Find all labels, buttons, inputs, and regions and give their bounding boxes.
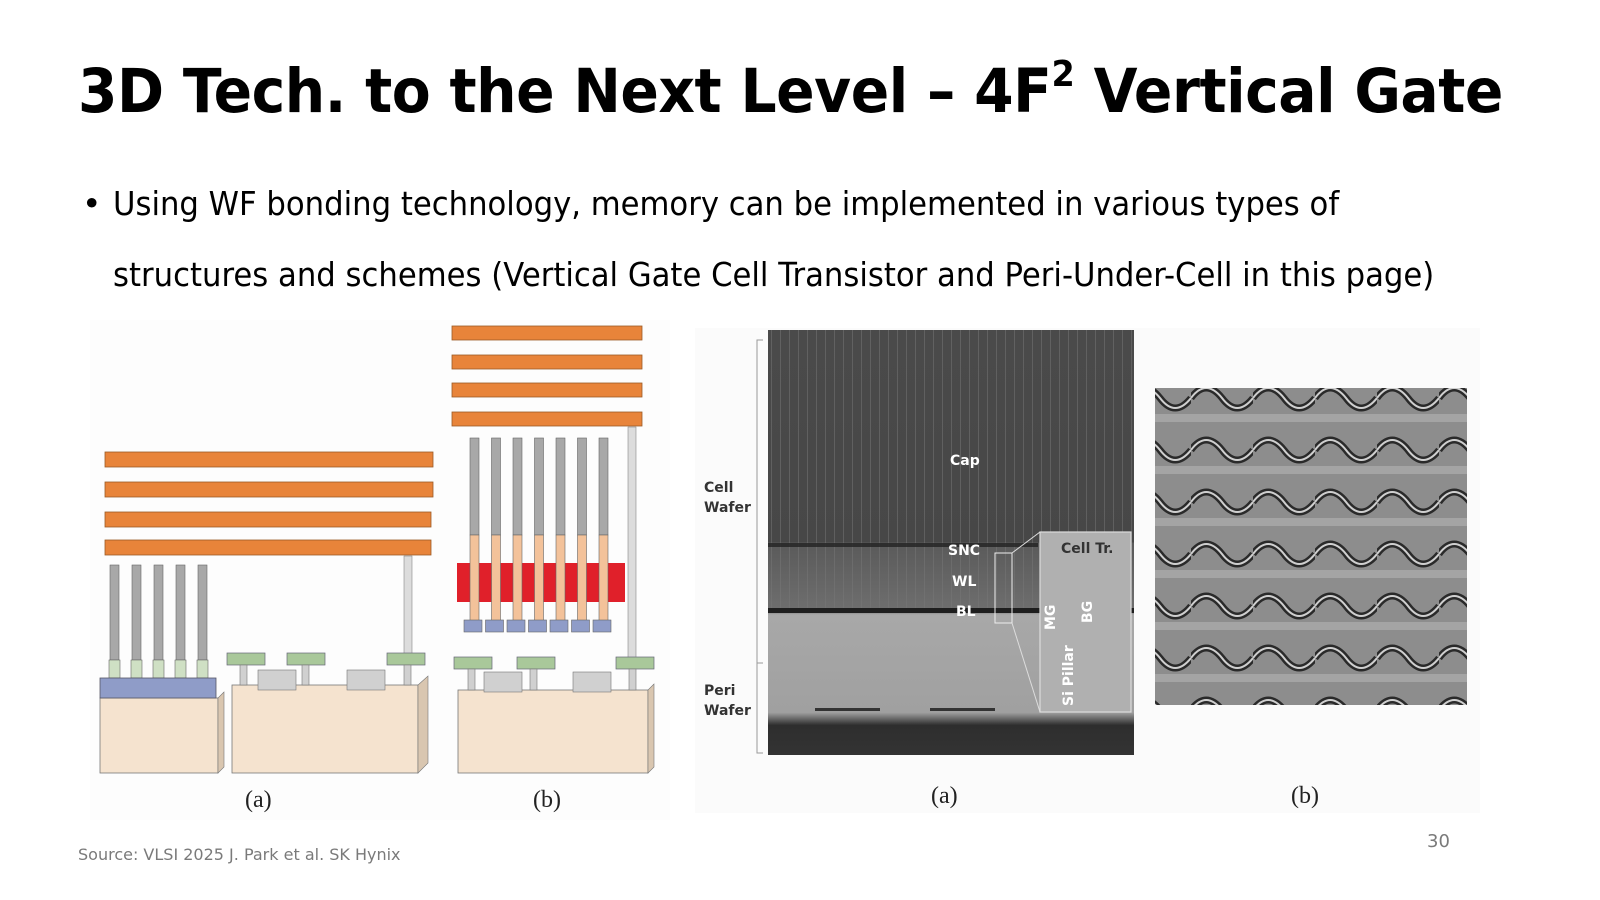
title-superscript: 2: [1051, 54, 1075, 95]
pillar-channel: [598, 534, 609, 631]
label-cap: Cap: [950, 453, 980, 469]
pillar: [512, 437, 523, 536]
pillar: [598, 437, 609, 536]
pillar: [555, 437, 566, 536]
bullet-line-1: Using WF bonding technology, memory can …: [113, 184, 1340, 223]
bitline-foot: [528, 619, 547, 633]
pillar: [469, 437, 480, 536]
schematic-b: [451, 325, 655, 774]
pillar-channel: [534, 534, 544, 631]
page-number: 30: [1427, 831, 1450, 852]
slide-title: 3D Tech. to the Next Level – 4F2 Vertica…: [78, 56, 1503, 127]
pad: [174, 659, 187, 679]
caption-b: (b): [1291, 783, 1319, 809]
label-wafer: Wafer: [704, 500, 751, 516]
pillar-channel: [491, 534, 501, 631]
schematic-figure: (a) (b): [90, 320, 670, 820]
bullet-point: • Using WF bonding technology, memory ca…: [82, 168, 1502, 310]
label-wl: WL: [952, 574, 976, 590]
label-cell: Cell: [704, 480, 733, 496]
bitline-foot: [506, 619, 526, 633]
pillar: [153, 564, 164, 661]
label-mg: MG: [1043, 605, 1059, 630]
label-bl: BL: [956, 604, 976, 620]
pillar-channel: [512, 534, 523, 631]
sem-figure: Cap SNC WL BL MG BG Si Pillar Cell Tr. C…: [695, 328, 1480, 813]
bitline-foot: [485, 619, 504, 633]
label-bg: BG: [1080, 601, 1096, 623]
pillar-channel: [469, 534, 480, 631]
sem-image-b: [1155, 388, 1467, 705]
pillar-channel: [555, 534, 566, 631]
pad: [130, 659, 143, 679]
pillar: [131, 564, 142, 661]
bitline-foot: [592, 619, 612, 633]
sem-image-a: Cap SNC WL BL MG BG Si Pillar Cell Tr. C…: [704, 330, 1134, 755]
bitline-foot: [549, 619, 569, 633]
pillar: [491, 437, 501, 536]
label-cell-tr: Cell Tr.: [1061, 541, 1113, 557]
pillar: [534, 437, 544, 536]
bitline-foot: [571, 619, 590, 633]
pillar: [109, 564, 120, 661]
label-peri-wafer: Wafer: [704, 703, 751, 719]
caption-b: (b): [533, 787, 561, 813]
bitline-foot: [463, 619, 483, 633]
pillar: [175, 564, 186, 661]
caption-a: (a): [245, 787, 272, 813]
bullet-icon: •: [82, 184, 102, 223]
label-snc: SNC: [948, 543, 980, 559]
pillar: [577, 437, 587, 536]
pad: [152, 659, 165, 679]
bullet-line-2: structures and schemes (Vertical Gate Ce…: [113, 255, 1435, 294]
pillar-channel: [577, 534, 587, 631]
label-si-pillar: Si Pillar: [1061, 645, 1077, 706]
pillar: [197, 564, 208, 661]
label-peri: Peri: [704, 683, 735, 699]
pad: [196, 659, 209, 679]
title-text-end: Vertical Gate: [1074, 56, 1504, 127]
pad: [108, 659, 121, 679]
caption-a: (a): [931, 783, 958, 809]
schematic-a: [99, 451, 434, 774]
source-citation: Source: VLSI 2025 J. Park et al. SK Hyni…: [78, 845, 401, 864]
title-text: 3D Tech. to the Next Level – 4F: [78, 56, 1052, 127]
